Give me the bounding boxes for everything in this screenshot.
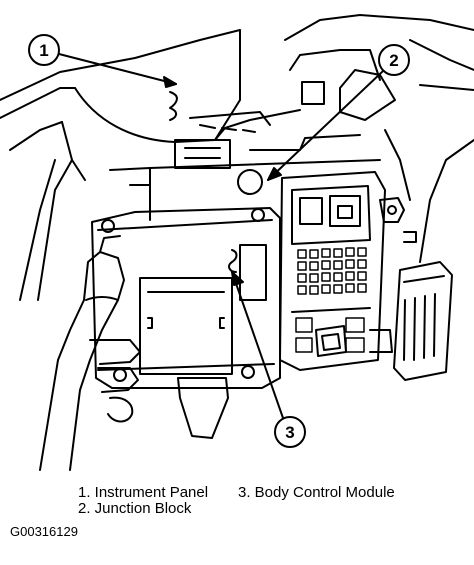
instrument-panel-drawing bbox=[0, 29, 301, 301]
body-control-module-drawing bbox=[91, 207, 281, 439]
connector-bracket bbox=[109, 139, 381, 221]
callout-2-number: 2 bbox=[389, 51, 398, 70]
figure-code: G00316129 bbox=[10, 524, 78, 539]
dash-upper-structure bbox=[189, 14, 474, 151]
callout-2: 2 bbox=[267, 44, 410, 181]
callout-3: 3 bbox=[231, 271, 306, 448]
legend-item-body-control-module: 3. Body Control Module bbox=[238, 484, 395, 501]
hand-drawing bbox=[39, 235, 141, 471]
callout-3-number: 3 bbox=[285, 423, 294, 442]
callout-1-number: 1 bbox=[39, 41, 48, 60]
junction-block-drawing bbox=[279, 171, 393, 371]
vehicle-interior-illustration: 1 2 3 bbox=[0, 14, 474, 471]
callout-1: 1 bbox=[28, 34, 177, 88]
legend-item-instrument-panel: 1. Instrument Panel bbox=[78, 484, 209, 501]
legend-item-junction-block: 2. Junction Block bbox=[78, 500, 192, 517]
accelerator-pedal-drawing bbox=[379, 129, 474, 381]
